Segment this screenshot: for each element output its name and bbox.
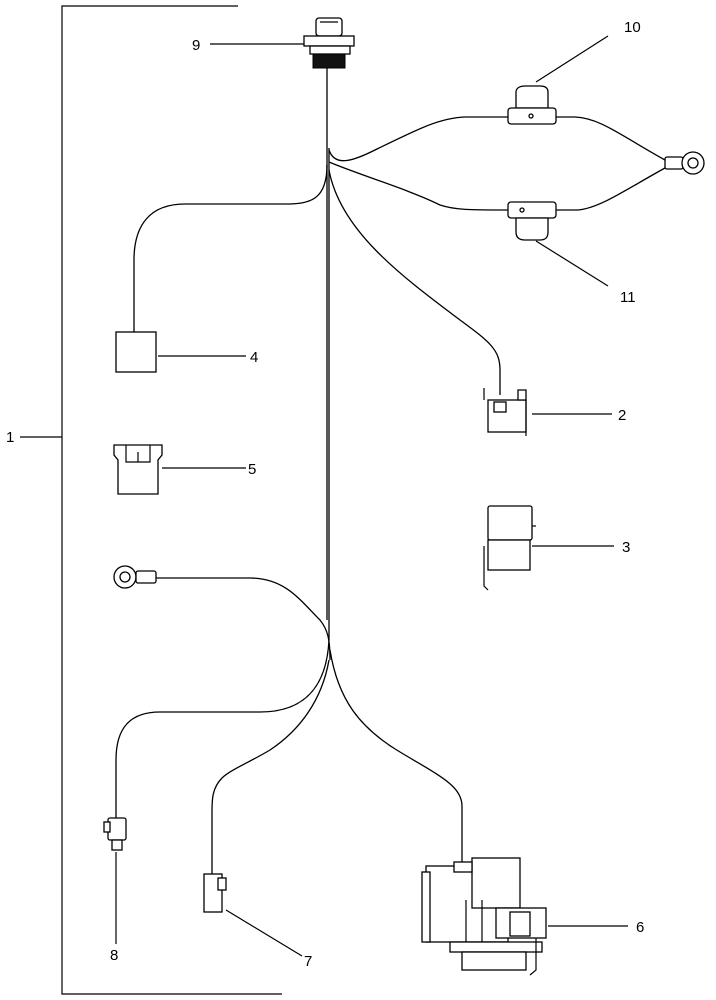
- connector-2: [483, 388, 527, 436]
- module-6: [421, 857, 547, 976]
- callout-10: 10: [624, 19, 641, 36]
- callout-3: 3: [622, 539, 630, 556]
- callout-2: 2: [618, 407, 626, 424]
- callout-labels: 1 2 3 4 5 6 7 8 9 10 11: [6, 19, 644, 970]
- callout-8: 8: [110, 947, 118, 964]
- callout-9: 9: [192, 37, 200, 54]
- callout-4: 4: [250, 349, 258, 366]
- fuse-holder-10: [507, 85, 557, 125]
- callout-11: 11: [620, 289, 636, 306]
- fuse-holder-11: [507, 201, 557, 241]
- connector-7: [203, 873, 227, 913]
- connector-8: [103, 817, 127, 851]
- callout-6: 6: [636, 919, 644, 936]
- ring-terminal-left: [113, 565, 157, 589]
- ring-terminal-right: [664, 151, 705, 175]
- connector-5: [113, 444, 163, 495]
- leader-lines: [115, 35, 628, 957]
- harness-assembly-bracket: [20, 5, 282, 995]
- connector-3: [483, 505, 536, 591]
- callout-5: 5: [248, 461, 256, 478]
- harness-wires: [115, 68, 666, 874]
- callout-7: 7: [304, 953, 312, 970]
- bulkhead-connector-9: [303, 17, 355, 69]
- callout-1: 1: [6, 429, 14, 446]
- connector-4: [115, 331, 157, 373]
